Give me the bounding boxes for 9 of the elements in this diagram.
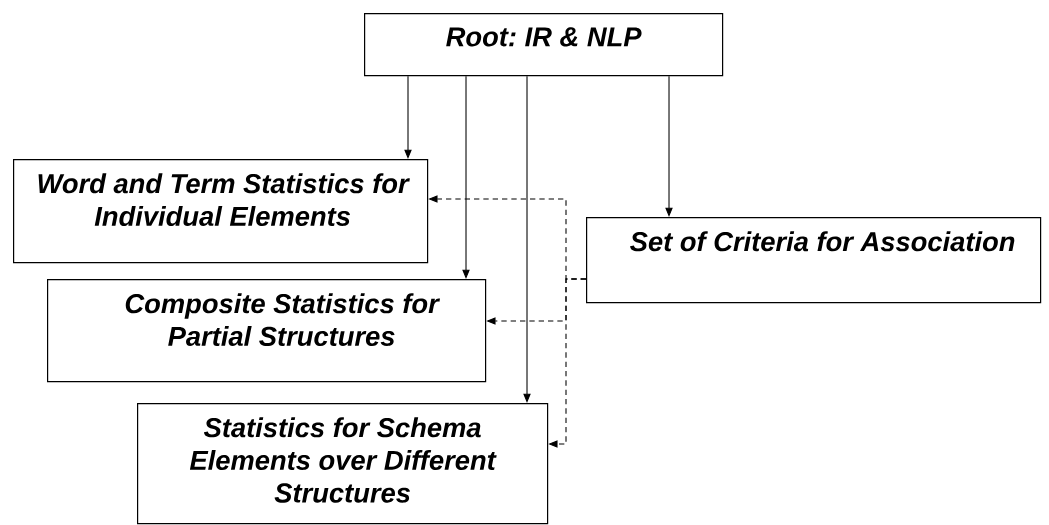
process-box: Root: IR & NLP (364, 13, 724, 77)
arrow (462, 75, 470, 279)
arrow (404, 75, 412, 159)
arrow (665, 75, 673, 217)
process-box: Word and Term Statistics for Individual Elements (13, 159, 429, 264)
process-box: Set of Criteria for Association (586, 217, 1042, 304)
process-box: Statistics for Schema Elements over Different Structures (137, 403, 549, 525)
process-box: Composite Statistics for Partial Structures (47, 279, 487, 383)
arrow (523, 75, 531, 403)
